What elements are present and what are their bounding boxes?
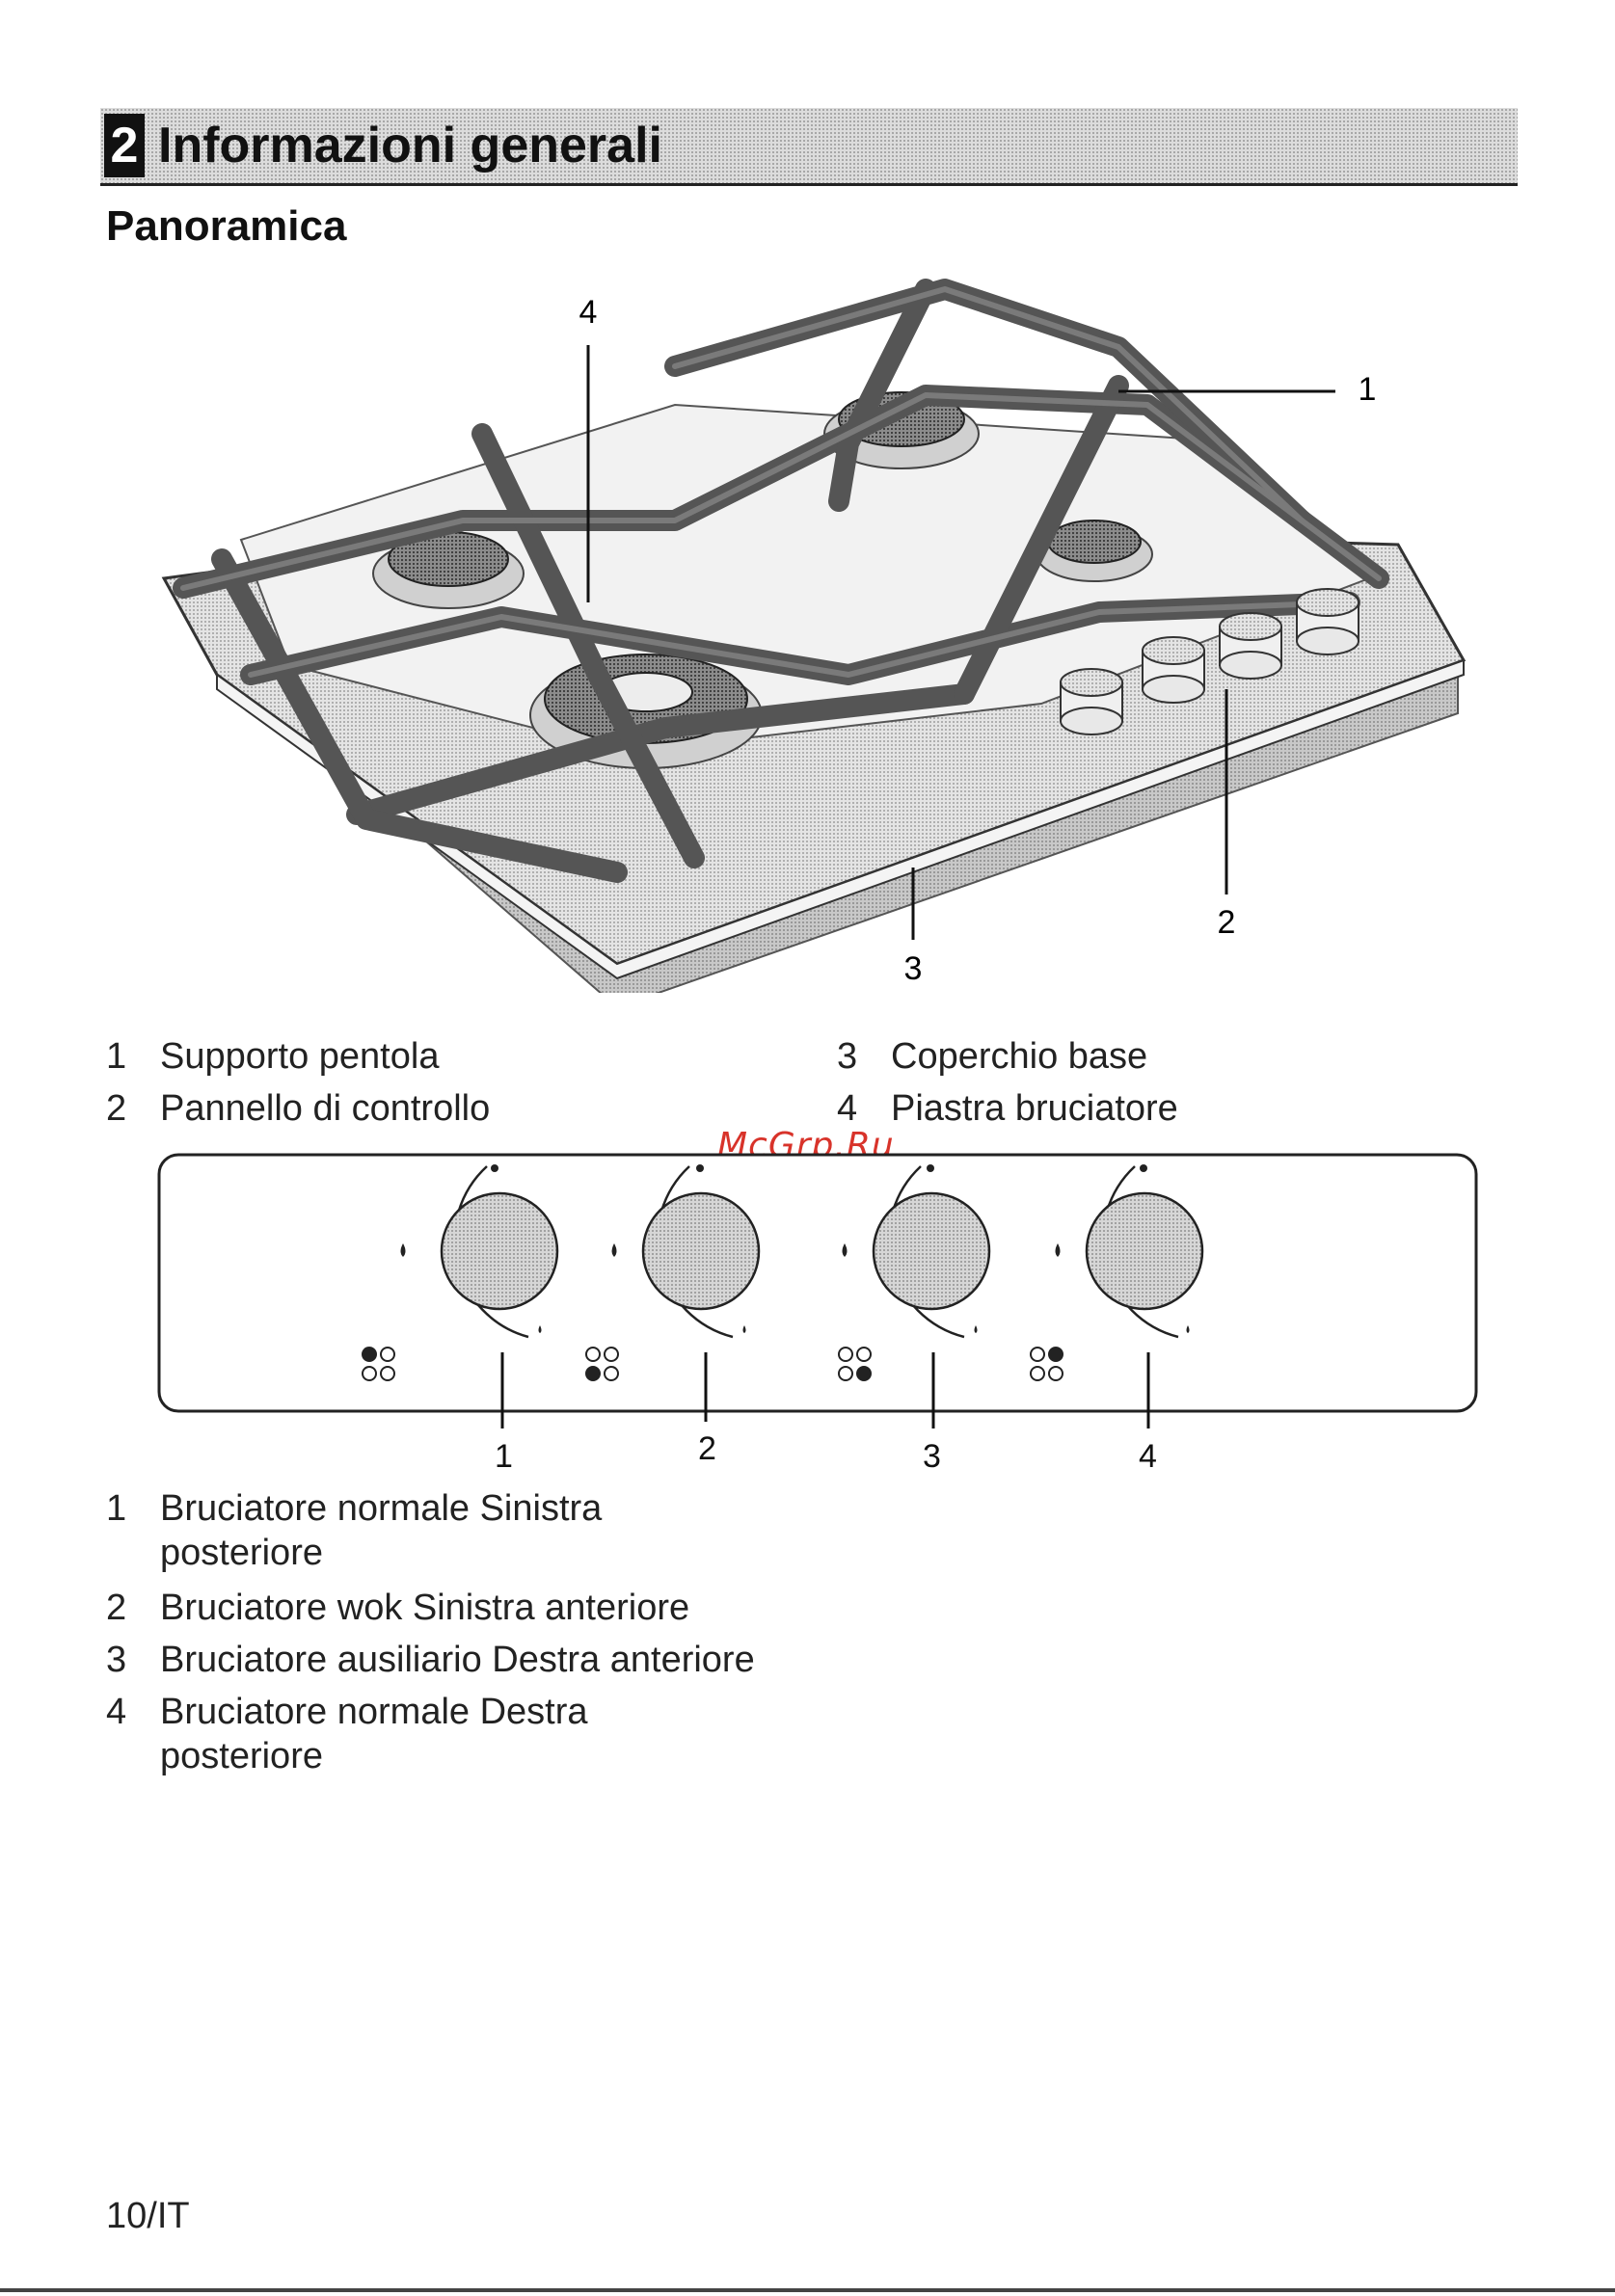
off-dot-icon bbox=[491, 1164, 498, 1172]
knob-callout-1: 1 bbox=[495, 1438, 513, 1476]
knob-callout-2: 2 bbox=[698, 1430, 716, 1468]
bottom-rule bbox=[0, 2288, 1615, 2292]
chapter-header: 2 Informazioni generali bbox=[100, 108, 1518, 186]
knob-callout-3: 3 bbox=[923, 1438, 941, 1476]
hob-callout-3: 3 bbox=[904, 950, 923, 987]
hob-callout-2: 2 bbox=[1218, 904, 1236, 941]
off-dot-icon bbox=[927, 1164, 934, 1172]
hob-callout-1: 1 bbox=[1359, 371, 1377, 408]
page-number: 10/IT bbox=[106, 2196, 190, 2237]
off-dot-icon bbox=[1140, 1164, 1147, 1172]
section-title: Panoramica bbox=[106, 202, 346, 251]
off-dot-icon bbox=[696, 1164, 704, 1172]
knob-callout-4: 4 bbox=[1139, 1438, 1157, 1476]
control-panel-diagram bbox=[145, 1142, 1494, 1480]
chapter-number: 2 bbox=[104, 114, 145, 177]
hob-illustration: 4 1 2 3 bbox=[145, 260, 1494, 993]
chapter-title: Informazioni generali bbox=[158, 112, 662, 179]
hob-callout-4: 4 bbox=[579, 294, 598, 331]
